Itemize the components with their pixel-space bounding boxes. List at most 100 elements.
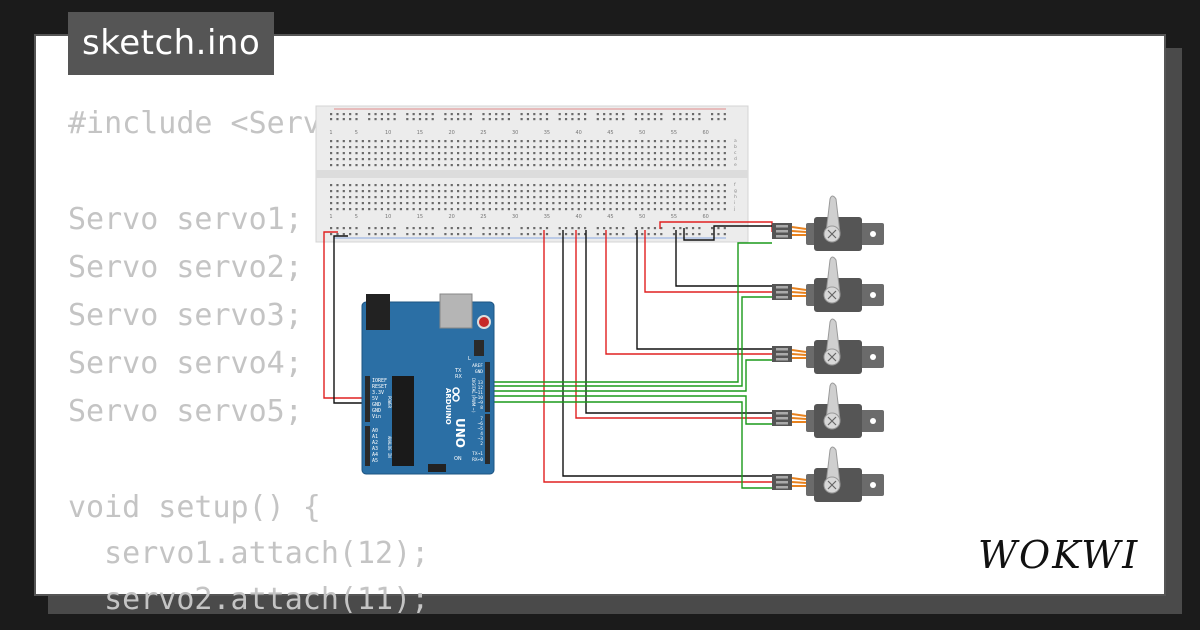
column-number: 35 (544, 214, 550, 220)
pin-label: ~6 (478, 421, 484, 427)
column-number: 45 (607, 130, 613, 136)
servo-motor[interactable] (772, 382, 884, 438)
wokwi-logo-text: WOKWI (978, 533, 1139, 577)
pin-label: GND (372, 402, 381, 408)
ground-wire (333, 235, 364, 404)
arduino-model-text: UNO (453, 418, 467, 448)
signal-wire-servo1 (484, 242, 772, 383)
pin-label: AREF (472, 363, 483, 369)
column-number: 25 (480, 130, 486, 136)
breadboard-holes (330, 113, 726, 236)
servo-cable (791, 226, 807, 236)
pin-label: Vin (372, 414, 381, 420)
row-letter: a (734, 139, 737, 144)
column-number: 50 (639, 214, 645, 220)
pin-label: ~9 (478, 400, 484, 406)
pin-label: 5V (372, 396, 378, 402)
pin-label: RESET (372, 384, 387, 390)
servo-motor[interactable] (772, 195, 884, 251)
code-line: Servo servo4; (68, 346, 303, 381)
arduino-uno-board[interactable]: IOREF RESET 3.3V 5V GND GND Vin A0 A1 A2… (361, 293, 495, 475)
pin-label: A3 (372, 446, 378, 452)
pin-label: 2 (480, 441, 483, 447)
column-number: 15 (417, 214, 423, 220)
row-letter: c (734, 151, 737, 156)
usb-port (439, 293, 473, 329)
mount-hole (870, 292, 876, 298)
column-number: 40 (575, 214, 581, 220)
pin-label: 7 (480, 416, 483, 422)
mount-hole (870, 354, 876, 360)
tx-led-label: TX (454, 368, 462, 374)
column-number: 1 (329, 130, 332, 136)
code-line: Servo servo1; (68, 202, 303, 237)
servo-cable (791, 349, 807, 359)
signal-wire-servo5 (484, 401, 772, 489)
servo-motor[interactable] (772, 256, 884, 312)
wires (323, 221, 773, 489)
column-number: 55 (671, 130, 677, 136)
row-letter: f (734, 182, 736, 188)
row-letter: e (734, 163, 737, 168)
digital-label: DIGITAL (PWM ~) (471, 378, 476, 413)
servo-motor[interactable] (772, 446, 884, 502)
servo-horn (825, 382, 841, 421)
microcontroller-chip (392, 376, 414, 466)
column-number: 20 (448, 130, 454, 136)
mount-hole (870, 418, 876, 424)
row-letter: j (733, 206, 735, 212)
column-number: 30 (512, 130, 518, 136)
pin-label: A4 (372, 452, 378, 458)
row-letter: b (734, 144, 737, 150)
row-letter: i (734, 200, 735, 206)
signal-wire-servo4 (484, 395, 772, 425)
servos (772, 195, 884, 502)
rx-led-label: RX (455, 374, 462, 380)
code-line: Servo servo2; (68, 250, 303, 285)
pin-label: 8 (480, 405, 483, 411)
column-number: 20 (448, 214, 454, 220)
row-letter: g (734, 189, 737, 194)
column-number: 60 (702, 130, 708, 136)
code-line: Servo servo3; (68, 298, 303, 333)
column-number: 55 (671, 214, 677, 220)
file-title-tab[interactable]: sketch.ino (68, 12, 275, 75)
pin-label: GND (372, 408, 381, 414)
pin-label: ~10 (475, 395, 483, 401)
pin-label: 12 (478, 385, 484, 391)
on-led-label: ON (454, 456, 462, 462)
pin-label: TX→1 (472, 451, 483, 457)
column-number: 50 (639, 130, 645, 136)
row-letter: h (734, 194, 737, 200)
pin-label: ~5 (478, 426, 484, 432)
column-number: 35 (544, 130, 550, 136)
pin-label: A0 (372, 428, 378, 434)
power-label: POWER (387, 396, 392, 409)
servo-horn (825, 195, 841, 234)
pin-label: 4 (480, 431, 483, 437)
servo-cable (791, 287, 807, 297)
column-number: 15 (417, 130, 423, 136)
column-number: 30 (512, 214, 518, 220)
pin-label: 3.3V (372, 390, 384, 396)
servo-cable (791, 413, 807, 423)
column-number: 5 (355, 130, 358, 136)
column-number: 10 (385, 130, 391, 136)
arduino-brand-text: ARDUINO (444, 388, 452, 425)
servo-cable (791, 477, 807, 487)
row-letter: d (734, 156, 737, 162)
signal-wire-servo3 (484, 359, 772, 392)
signal-wire-servo2 (484, 296, 772, 387)
pin-headers (365, 340, 490, 466)
code-line: servo2.attach(11); (68, 582, 430, 617)
reset-button-icon (477, 315, 491, 329)
servo-motor[interactable] (772, 318, 884, 374)
code-line: void setup() { (68, 490, 321, 525)
mount-hole (870, 231, 876, 237)
servo-horn (825, 256, 841, 295)
